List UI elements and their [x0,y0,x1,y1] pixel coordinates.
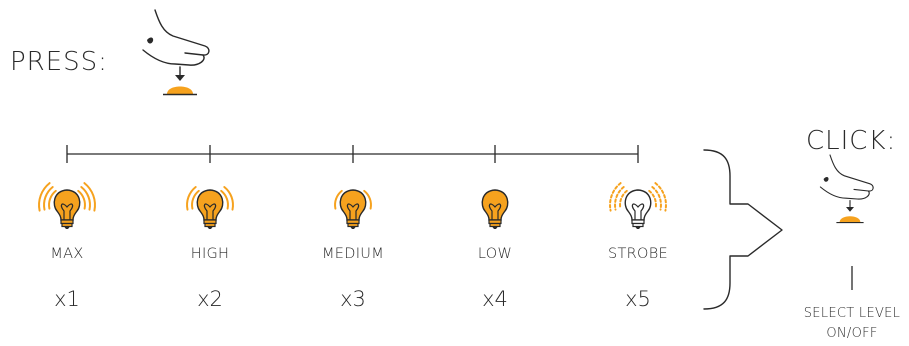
level-column: STROBE x5 [608,182,668,311]
level-label: HIGH [191,246,230,262]
level-column: HIGH x2 [186,186,234,311]
light-bulb-icon [481,189,509,229]
level-label: MAX [50,246,83,262]
light-bulb-icon [38,182,96,229]
click-label: CLICK: [806,126,896,156]
level-label: STROBE [608,246,668,262]
press-count: x2 [197,287,223,311]
light-ray [43,186,54,211]
chevron-arrow-icon [703,149,783,310]
light-ray [223,186,234,211]
light-ray [80,186,91,211]
light-ray [191,189,200,210]
light-ray [654,182,667,212]
press-count: x4 [482,287,508,311]
light-ray [648,189,657,210]
finger-click-icon [819,154,874,224]
finger-press-icon [142,9,210,96]
level-column: MEDIUM x3 [322,189,384,311]
light-ray [220,189,229,210]
light-ray [609,182,622,212]
light-ray [38,182,51,212]
light-ray [363,189,372,210]
press-count: x5 [625,287,651,311]
level-label: LOW [478,246,512,262]
light-ray [48,189,57,210]
level-column: MAX x1 [38,182,96,311]
light-ray [614,186,625,211]
light-ray [651,186,662,211]
light-bulb-icon [334,189,372,229]
light-ray [334,189,343,210]
level-column: LOW x4 [478,189,512,311]
on-off-text: ON/OFF [826,326,877,341]
light-bulb-icon [186,186,234,229]
light-ray [186,186,197,211]
select-level-text: SELECT LEVEL [804,306,900,321]
press-count: x3 [340,287,366,311]
light-bulb-icon [609,182,667,229]
light-ray [619,189,628,210]
level-label: MEDIUM [322,246,384,262]
light-ray [83,182,96,212]
press-label: PRESS: [10,47,108,77]
press-count: x1 [54,287,80,311]
light-ray [77,189,86,210]
